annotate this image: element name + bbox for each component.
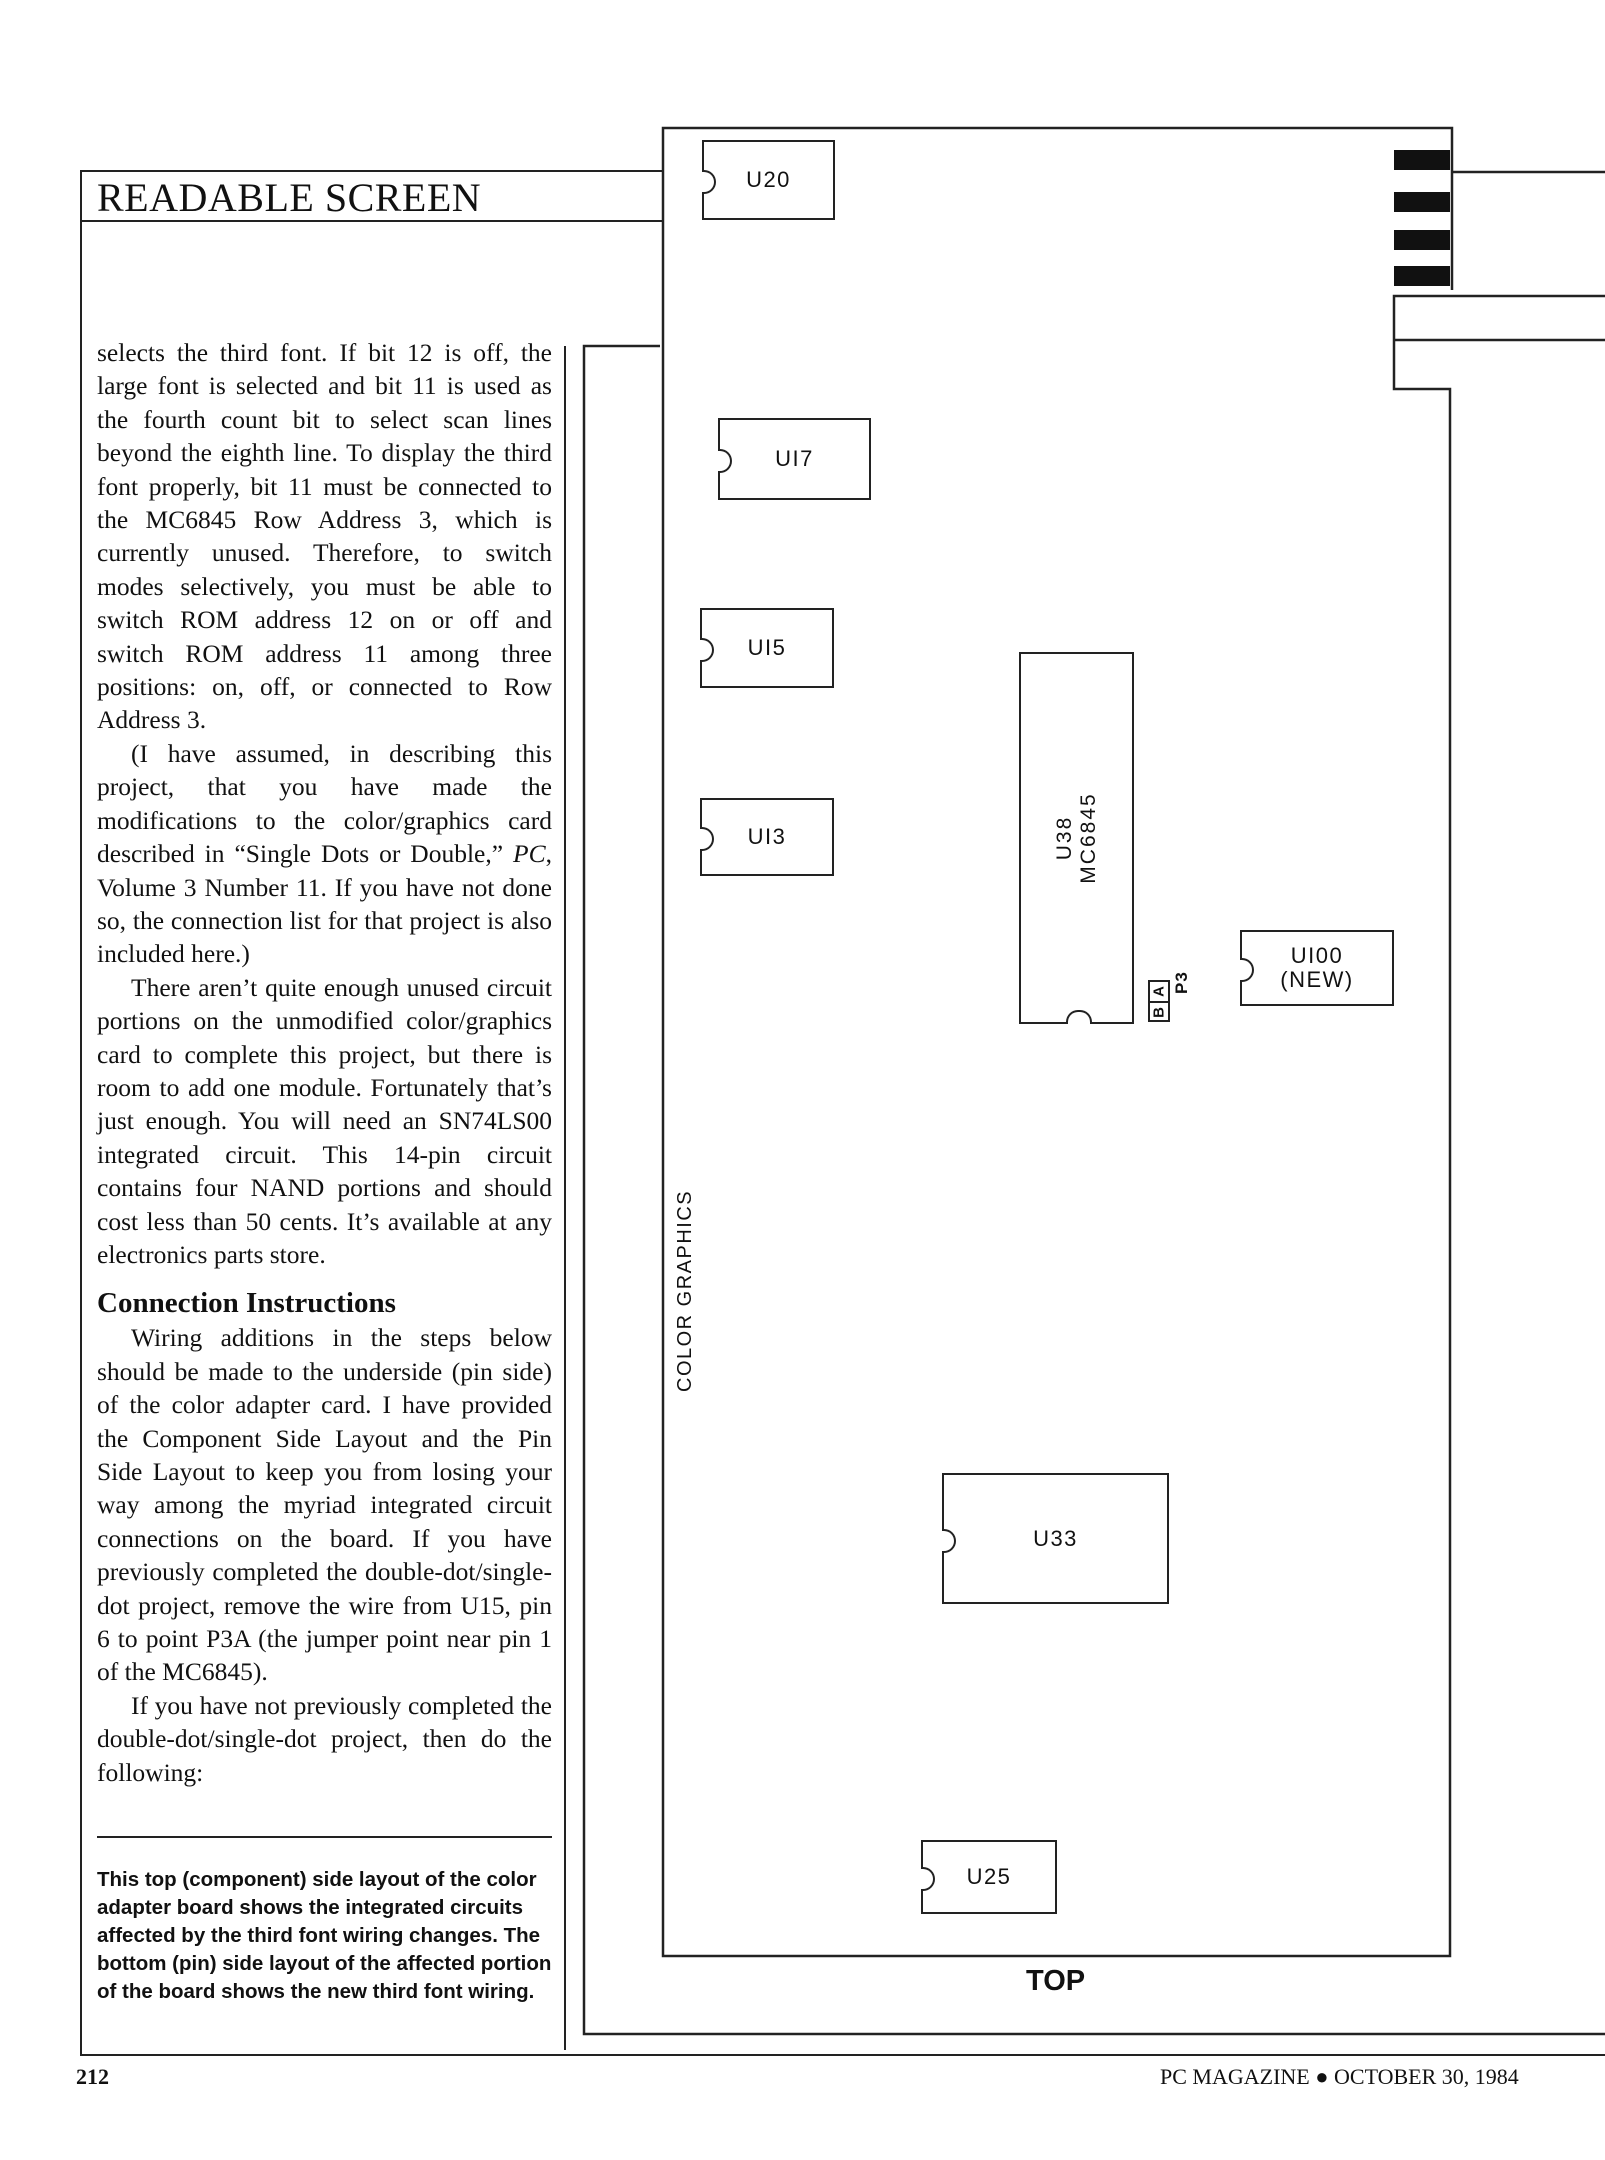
caption-rule — [97, 1836, 552, 1838]
chip-notch-icon — [1065, 1010, 1092, 1024]
section-heading: Connection Instructions — [97, 1287, 396, 1320]
edge-contact — [1394, 230, 1450, 250]
article-body: selects the third font. If bit 12 is off… — [97, 336, 552, 1789]
chip-u17: UI7 — [718, 418, 871, 500]
side-label: TOP — [1026, 1965, 1086, 1997]
chip-notch-icon — [718, 449, 732, 473]
chip-notch-icon — [700, 638, 714, 662]
chip-notch-icon — [700, 827, 714, 851]
paragraph-2: (I have assumed, in describing this proj… — [97, 738, 552, 969]
jumper-pin-a: A — [1150, 986, 1168, 997]
column-divider — [564, 346, 566, 2050]
chip-notch-icon — [702, 170, 716, 194]
page-number: 212 — [76, 2064, 109, 2089]
chip-u38-mc6845: U38 MC6845 — [1019, 652, 1134, 1024]
chip-label: UI7 — [775, 446, 814, 471]
jumper-pin-b: B — [1150, 1007, 1168, 1018]
page-frame-bottom — [80, 2054, 1605, 2056]
chip-label: U38 MC6845 — [1052, 792, 1100, 884]
component-board-outline — [661, 126, 1454, 1958]
chip-notch-icon — [921, 1867, 935, 1891]
paragraph-1: selects the third font. If bit 12 is off… — [97, 338, 552, 735]
page-frame-left — [80, 170, 82, 2056]
paragraph-3: There aren’t quite enough unused circuit… — [97, 972, 552, 1269]
chip-label: UI3 — [747, 824, 787, 849]
chip-label: U33 — [1033, 1525, 1078, 1551]
publication-footer: PC MAGAZINE ● OCTOBER 30, 1984 — [1160, 2064, 1519, 2089]
board-edge-tab — [1392, 294, 1605, 352]
chip-u25: U25 — [921, 1840, 1057, 1914]
chip-label: UI00 (NEW) — [1280, 943, 1354, 992]
chip-u13: UI3 — [700, 798, 834, 876]
jumper-p3: A B — [1148, 980, 1170, 1022]
chip-label: U25 — [966, 1864, 1012, 1889]
chip-label: UI5 — [747, 635, 787, 660]
chip-notch-icon — [1240, 958, 1254, 982]
page-title: READABLE SCREEN — [97, 175, 482, 220]
chip-notch-icon — [942, 1528, 956, 1553]
jumper-label: P3 — [1172, 971, 1191, 994]
header-rule-bottom — [80, 220, 664, 222]
edge-contact — [1394, 150, 1450, 170]
figure-caption: This top (component) side layout of the … — [97, 1868, 552, 2003]
chip-u100: UI00 (NEW) — [1240, 930, 1394, 1006]
paragraph-4: Wiring additions in the steps below shou… — [97, 1323, 552, 1687]
chip-u33: U33 — [942, 1473, 1169, 1604]
header-rule-top — [80, 170, 664, 172]
jumper-divider — [1150, 1001, 1168, 1003]
edge-contact — [1394, 266, 1450, 286]
pin-side-board-outline — [582, 344, 1605, 2036]
edge-contact — [1394, 192, 1450, 212]
board-label: COLOR GRAPHICS — [674, 1189, 696, 1392]
chip-u15: UI5 — [700, 608, 834, 688]
chip-label: U20 — [746, 167, 791, 192]
paragraph-5: If you have not previously completed the… — [97, 1690, 552, 1787]
chip-u20: U20 — [702, 140, 835, 220]
